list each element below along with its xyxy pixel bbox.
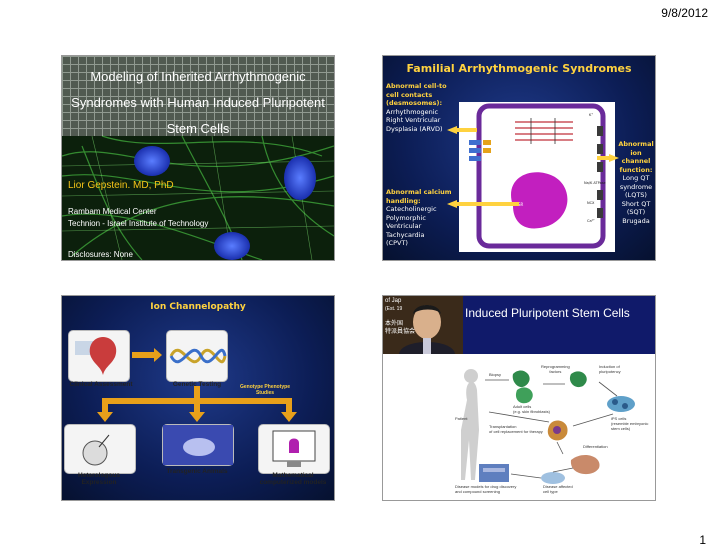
transgenic-card — [162, 424, 234, 466]
svg-text:NCX: NCX — [587, 201, 595, 205]
cardiomyocyte-diagram: SR Na/K ATPase NCX Ca²⁺ K⁺ — [447, 102, 619, 252]
page-number: 1 — [699, 533, 706, 547]
genetic-testing-label: Genetic Testing — [172, 381, 222, 388]
slide-1[interactable]: Modeling of Inherited Arrhythmogenic Syn… — [62, 56, 334, 260]
genetic-card — [166, 330, 228, 382]
heterologous-card — [64, 424, 136, 474]
slide-3-title: Ion Channelopathy — [150, 302, 246, 312]
svg-text:Ca²⁺: Ca²⁺ — [587, 219, 595, 223]
title-grid-overlay — [62, 56, 334, 136]
speaker-photo: of Jap (Est. 19 本外国 特派員協会 — [383, 296, 463, 354]
genotype-phenotype-label: Genotype Phenotype Studies — [239, 384, 290, 396]
svg-text:K⁺: K⁺ — [589, 113, 593, 117]
heterologous-label: Heterologous Expression — [78, 472, 120, 486]
disclosures: Disclosures: None — [68, 250, 133, 259]
slide-2-title: Familial Arrhythmogenic Syndromes — [406, 62, 632, 75]
slide-4-title: Induced Pluripotent Stem Cells — [465, 306, 630, 320]
ips-diagram: Biopsy Reprogramming factors Adult cells… — [453, 360, 649, 496]
slide-2[interactable]: Familial Arrhythmogenic Syndromes Abnorm… — [383, 56, 655, 260]
ion-channel-label: Abnormal ion channel function: Long QT s… — [618, 140, 654, 225]
desmosome-label: Abnormal cell-to cell contacts (desmosom… — [386, 82, 447, 133]
author-name: Lior Gepstein. MD, PhD — [68, 180, 174, 191]
svg-text:SR: SR — [518, 202, 524, 207]
flow-arrows — [97, 348, 297, 422]
svg-text:Na/K ATPase: Na/K ATPase — [584, 181, 606, 185]
date-header: 9/8/2012 — [661, 6, 708, 20]
transgenic-label: Transgenic Animals — [166, 468, 228, 475]
affiliation: Rambam Medical Center Technion - Israel … — [68, 207, 209, 228]
clinical-assessment-label: Clinical Assessment — [69, 381, 133, 388]
calcium-label: Abnormal calcium handling: Catecholinerg… — [386, 188, 452, 247]
math-model-label: Mathematical computerized models — [259, 472, 327, 486]
slide-1-title: Modeling of Inherited Arrhythmogenic Syn… — [71, 69, 325, 136]
clinical-card — [68, 330, 130, 382]
slide-4[interactable]: of Jap (Est. 19 本外国 特派員協会 Induced Plurip… — [383, 296, 655, 500]
math-model-card — [258, 424, 330, 474]
slide-3[interactable]: Ion Channelopathy Clinical Assessment Ge… — [62, 296, 334, 500]
